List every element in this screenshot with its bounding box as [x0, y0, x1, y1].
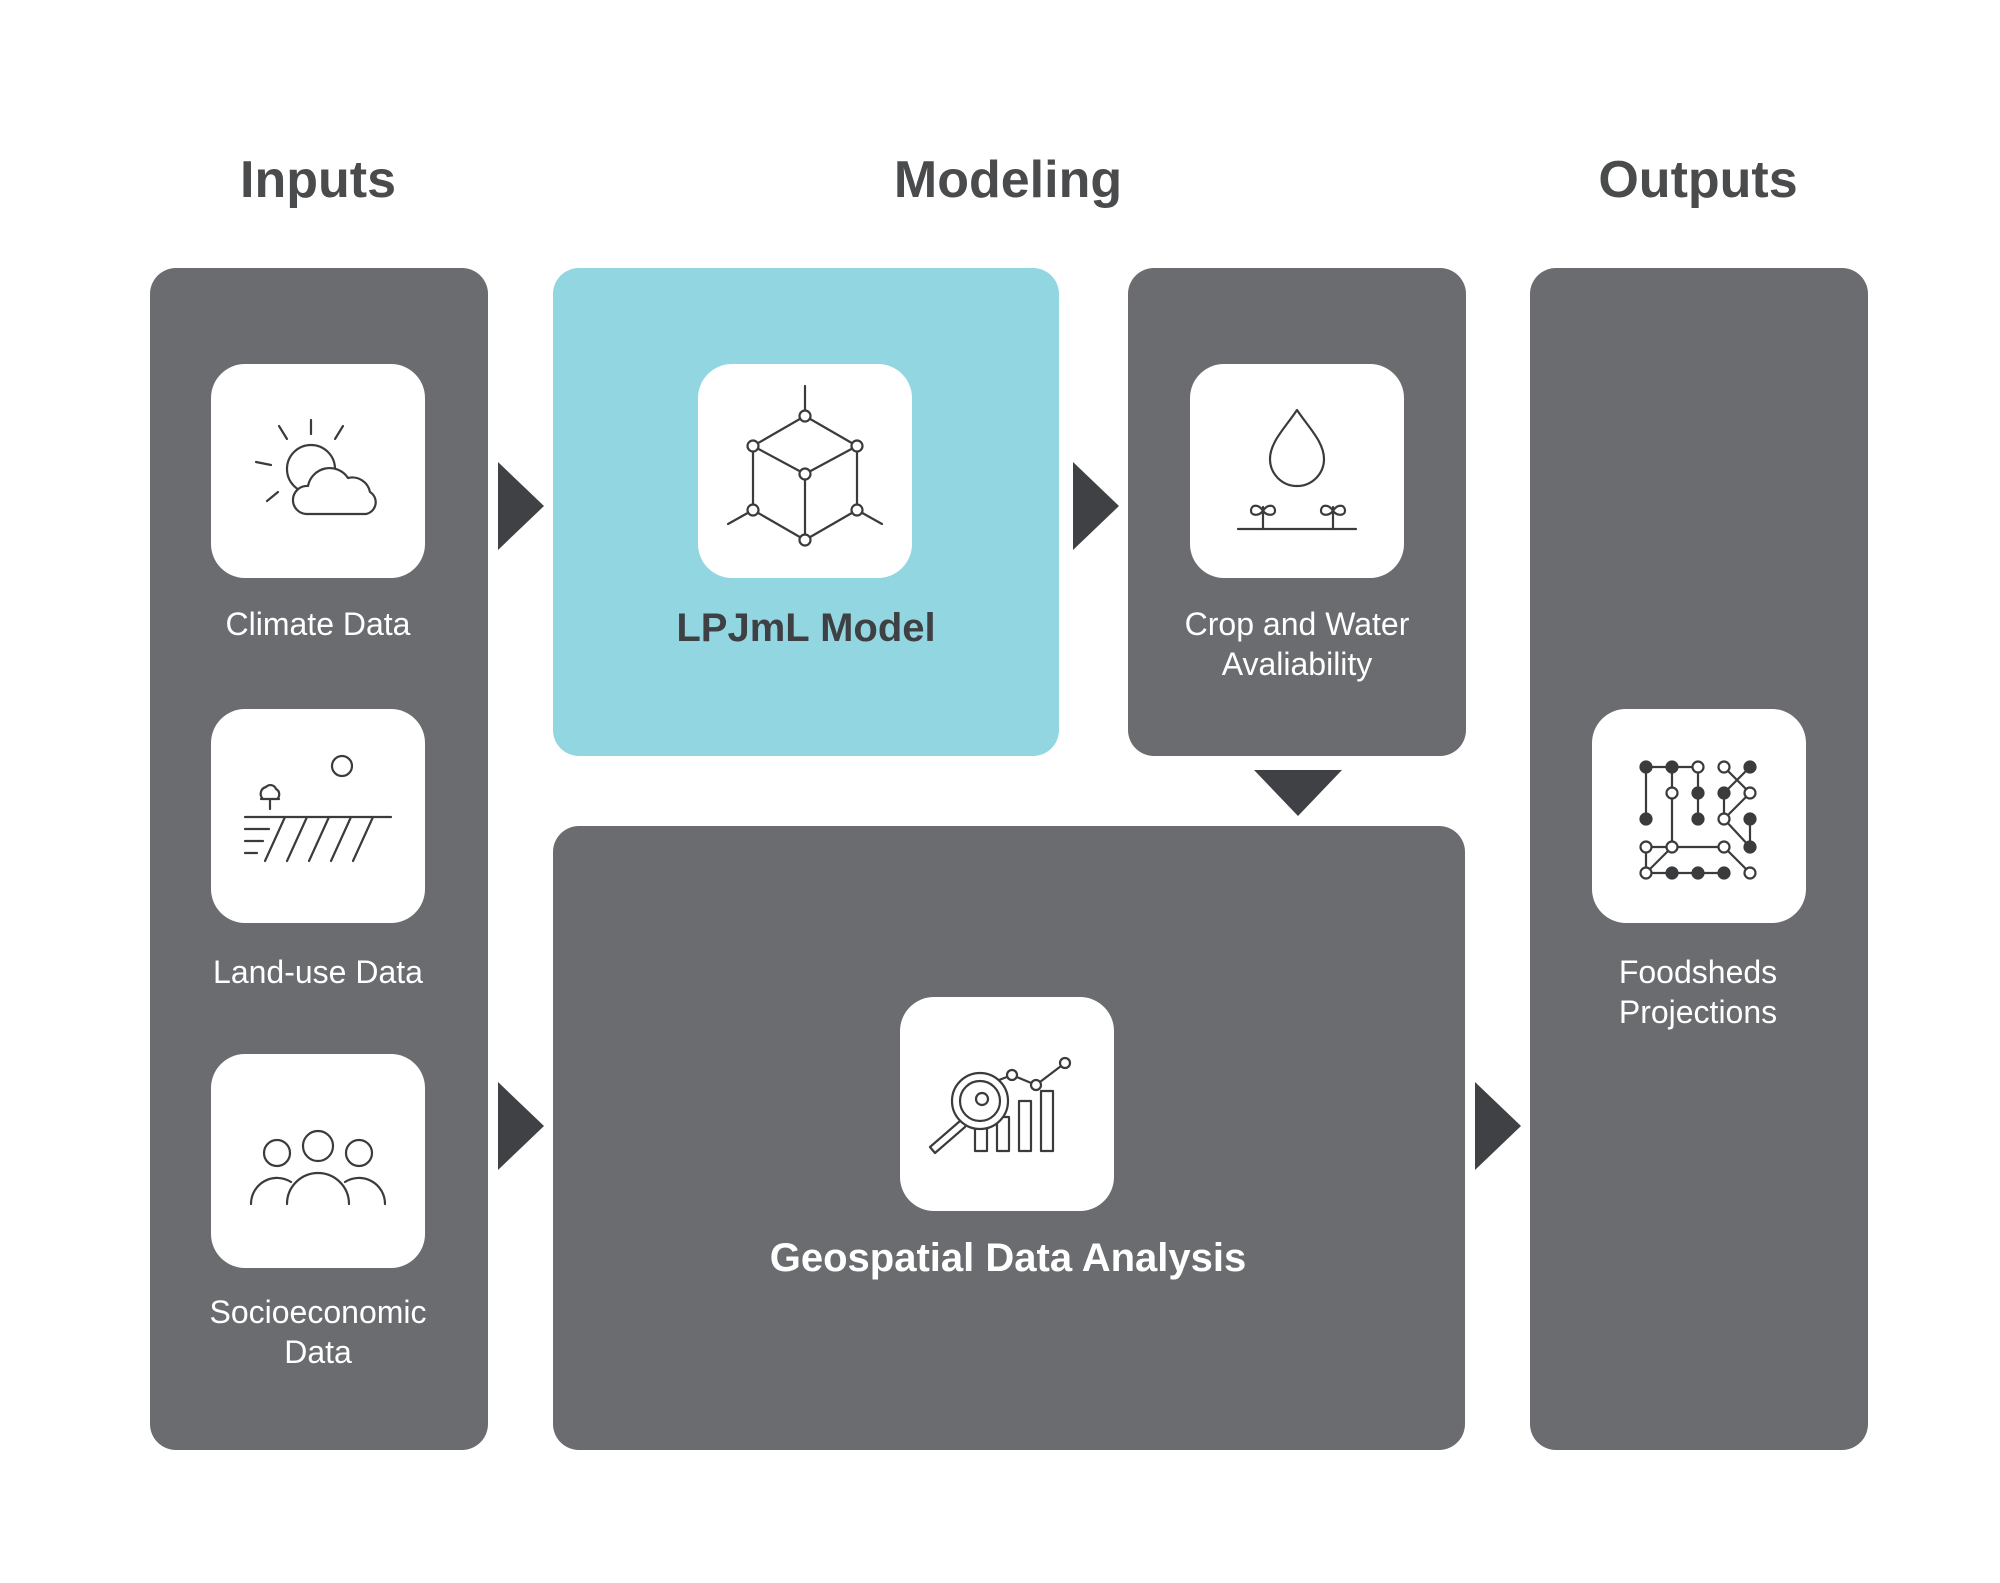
people-icon: [249, 1129, 387, 1206]
lpjml-tile: [698, 364, 912, 578]
modeling-heading: Modeling: [893, 151, 1123, 209]
foodsheds-tile: [1592, 709, 1806, 923]
magnifier-chart-icon: [928, 1056, 1072, 1155]
outputs-heading: Outputs: [1598, 151, 1798, 209]
network-cube-icon: [726, 384, 884, 547]
landuse-data-label: Land-use Data: [213, 954, 423, 990]
sun-cloud-icon: [254, 418, 377, 516]
socioeconomic-data-label: Socioeconomic Data: [209, 1294, 427, 1370]
circuit-nodes-icon: [1639, 760, 1757, 880]
water-drop-sprouts-icon: [1236, 408, 1358, 531]
geospatial-tile: [900, 997, 1114, 1211]
inputs-heading: Inputs: [240, 151, 396, 209]
arrow-crop-to-geospatial: [1254, 770, 1342, 816]
foodsheds-projections-label: Foodsheds Projections: [1618, 954, 1778, 1030]
crop-water-tile: [1190, 364, 1404, 578]
arrow-inputs-to-geospatial: [498, 1082, 544, 1170]
arrow-model-to-crop: [1073, 462, 1119, 550]
landuse-tile: [211, 709, 425, 923]
lpjml-model-label: LPJmL Model: [676, 606, 936, 650]
field-icon: [243, 754, 393, 863]
geospatial-analysis-label: Geospatial Data Analysis: [769, 1236, 1247, 1280]
climate-tile: [211, 364, 425, 578]
crop-water-label: Crop and Water Avaliability: [1184, 606, 1410, 682]
arrow-inputs-to-model: [498, 462, 544, 550]
arrow-geospatial-to-outputs: [1475, 1082, 1521, 1170]
socio-tile: [211, 1054, 425, 1268]
climate-data-label: Climate Data: [225, 606, 411, 642]
